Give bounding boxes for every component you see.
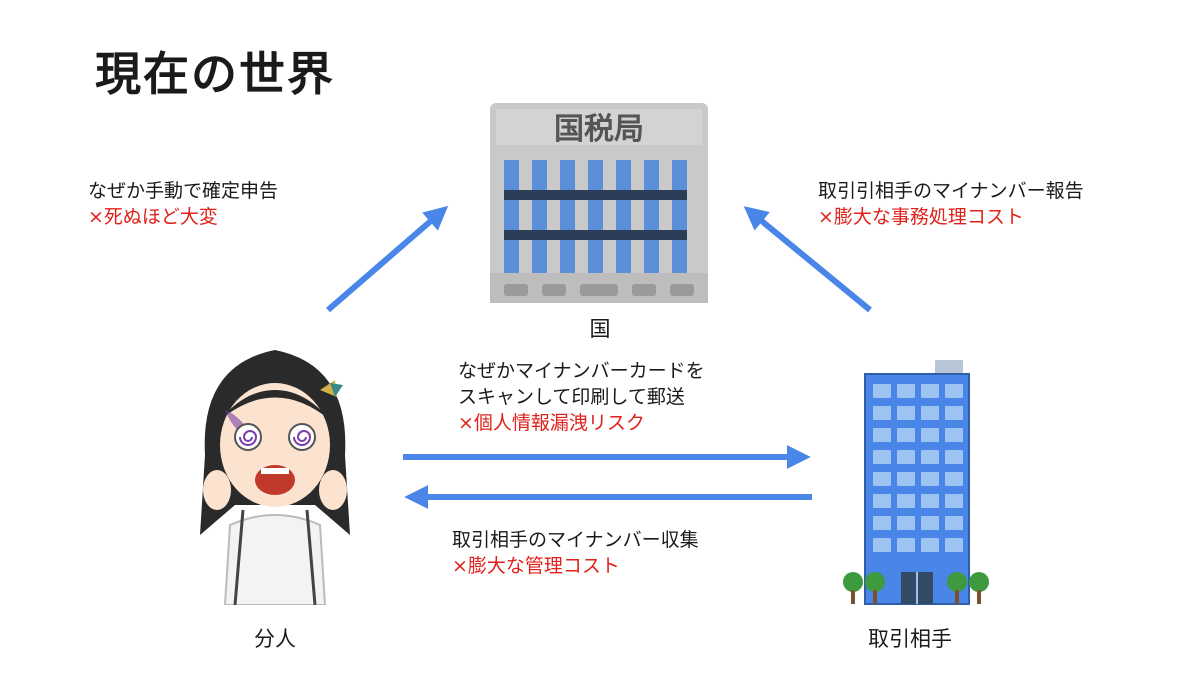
- note-cost: ×膨大な管理コスト: [452, 555, 620, 577]
- company-caption: 取引相手: [868, 627, 952, 651]
- tax-office-building-image: 国税局: [490, 103, 708, 303]
- note-individual-to-state: なぜか手動で確定申告 ×死ぬほど大変: [88, 178, 278, 230]
- note-individual-to-company: なぜかマイナンバーカードを スキャンして印刷して郵送 ×個人情報漏洩リスク: [458, 358, 705, 436]
- arrow-individual-to-state: [326, 205, 449, 313]
- note-cost: ×膨大な事務処理コスト: [818, 206, 1024, 228]
- company-building-image: [843, 360, 989, 605]
- tax-office-caption: 国: [589, 317, 611, 341]
- note-text: 取引相手のマイナンバー収集: [452, 529, 699, 551]
- page-title: 現在の世界: [95, 47, 335, 101]
- note-company-to-individual: 取引相手のマイナンバー収集 ×膨大な管理コスト: [452, 527, 699, 579]
- tax-office-sign: 国税局: [554, 112, 644, 147]
- individual-caption: 分人: [254, 627, 296, 651]
- note-text-line2: スキャンして印刷して郵送: [458, 386, 685, 408]
- note-text: なぜか手動で確定申告: [88, 180, 279, 202]
- note-company-to-state: 取引引相手のマイナンバー報告 ×膨大な事務処理コスト: [818, 178, 1084, 230]
- note-cost: ×死ぬほど大変: [88, 206, 218, 228]
- individual-person-image: [200, 350, 350, 605]
- note-cost: ×個人情報漏洩リスク: [458, 412, 645, 434]
- note-text: 取引引相手のマイナンバー報告: [818, 180, 1084, 202]
- arrow-company-to-state: [743, 206, 872, 313]
- note-text-line1: なぜかマイナンバーカードを: [458, 360, 705, 382]
